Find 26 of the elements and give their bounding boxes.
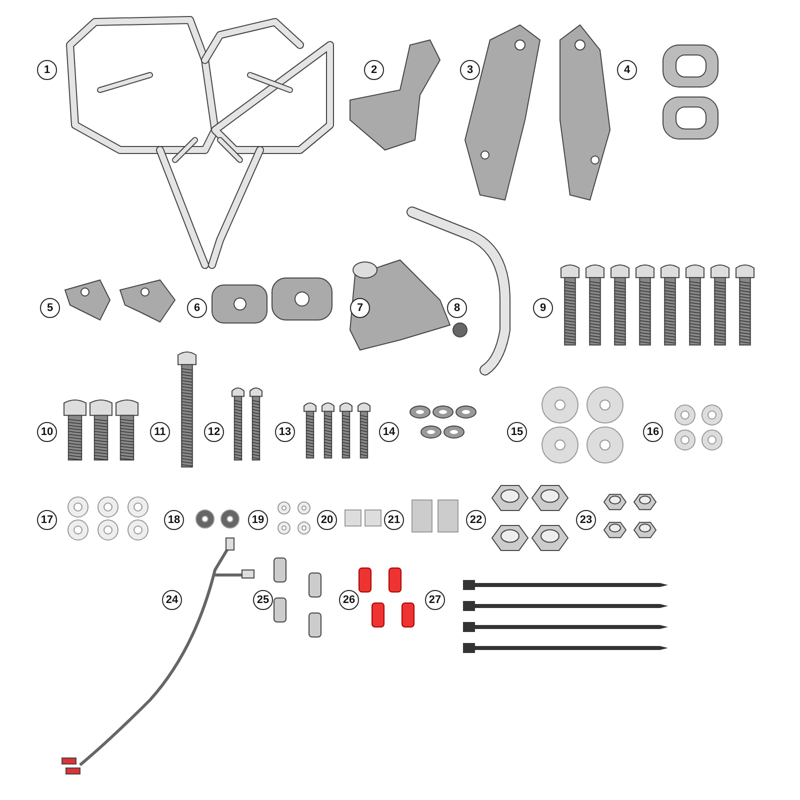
callout-number: 12: [204, 422, 224, 442]
callout-number: 13: [275, 422, 295, 442]
callout-number: 14: [379, 422, 399, 442]
callout-number: 6: [187, 298, 207, 318]
callout-number: 18: [164, 510, 184, 530]
callout-number: 21: [384, 510, 404, 530]
callout-number: 23: [576, 510, 596, 530]
callout-number: 2: [364, 60, 384, 80]
callout-number: 3: [460, 60, 480, 80]
callout-number: 17: [37, 510, 57, 530]
callout-number: 9: [533, 298, 553, 318]
callout-number: 20: [317, 510, 337, 530]
callout-number: 15: [507, 422, 527, 442]
callout-number: 24: [162, 590, 182, 610]
callout-number: 16: [643, 422, 663, 442]
callout-number: 27: [425, 590, 445, 610]
callout-number: 1: [37, 60, 57, 80]
callout-number: 11: [150, 422, 170, 442]
callout-number: 25: [253, 590, 273, 610]
callout-number: 26: [339, 590, 359, 610]
callout-number: 5: [40, 298, 60, 318]
callout-number: 19: [248, 510, 268, 530]
callout-number: 4: [617, 60, 637, 80]
callout-number: 8: [447, 298, 467, 318]
callout-number: 10: [37, 422, 57, 442]
callout-number: 22: [466, 510, 486, 530]
